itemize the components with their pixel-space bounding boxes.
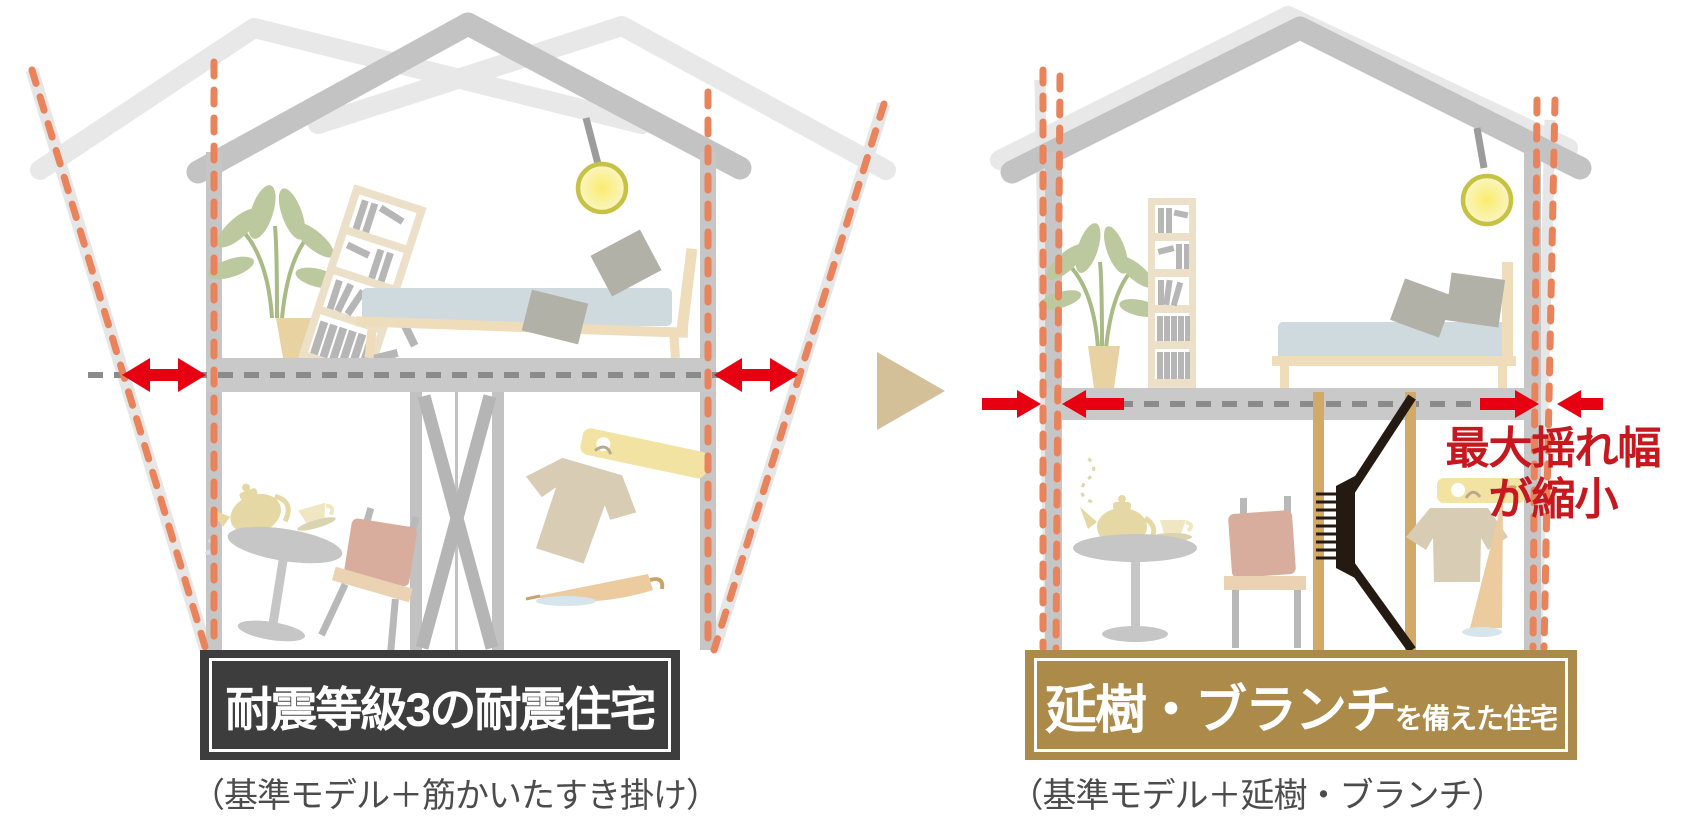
plant-icon [208, 185, 341, 358]
left-house-label: 耐震等級3の耐震住宅 [200, 650, 680, 760]
right-house-label-text: 延樹・ブランチ を備えた住宅 [1044, 668, 1558, 743]
right-roof [1000, 16, 1592, 184]
sway-dash-left-b [1052, 72, 1064, 652]
sway-arrow-left [122, 358, 206, 392]
right-house-caption: （基準モデル＋延樹・ブランチ） [1009, 777, 1506, 815]
annotation-line-1: 最大揺れ幅 [1445, 424, 1662, 473]
shirt-icon [1406, 490, 1508, 582]
chair-icon [1224, 496, 1306, 648]
annotation-line-2: が縮小 [1488, 474, 1619, 524]
bed-icon [355, 229, 698, 359]
right-house [982, 6, 1603, 653]
bed-icon [1272, 262, 1516, 388]
teapot-icon [205, 483, 291, 555]
left-house [25, 12, 896, 656]
sway-dash-right-a [1529, 96, 1541, 652]
lamp-icon [575, 117, 629, 215]
table-icon [227, 526, 343, 642]
sway-dash-ghost-left [28, 66, 210, 654]
left-house-label-text: 耐震等級3の耐震住宅 [225, 682, 656, 736]
chair-icon [318, 507, 420, 656]
cup-icon [297, 502, 336, 531]
sway-arrow-right [714, 358, 798, 392]
bookshelf-icon [1148, 198, 1196, 388]
right-house-label-rest: を備えた住宅 [1395, 702, 1558, 734]
teapot-icon [1080, 456, 1157, 547]
right-house-label: 延樹・ブランチ を備えた住宅 [1025, 650, 1577, 760]
transition-arrow-icon [877, 352, 945, 430]
sway-dash-right-b [1540, 96, 1559, 652]
damper-icon [1313, 392, 1416, 653]
left-ghost-roof-left [30, 18, 652, 180]
sway-arrow-left [982, 390, 1124, 418]
sway-reduction-annotation: 最大揺れ幅 が縮小 [1445, 424, 1662, 525]
shirt-icon [525, 445, 637, 564]
left-roof [186, 12, 752, 184]
right-house-label-emphasis: 延樹・ブランチ [1044, 681, 1397, 740]
bookshelf-icon [298, 184, 427, 381]
x-brace-icon [410, 392, 504, 650]
umbrella-icon [1462, 485, 1517, 637]
lamp-icon [1460, 127, 1514, 227]
table-icon [1073, 534, 1197, 642]
sway-dash-ghost-right [710, 100, 888, 654]
sway-arrow-right [1480, 390, 1603, 418]
left-house-caption: （基準モデル＋筋かいたすき掛け） [191, 777, 720, 815]
left-ghost-roof-right [308, 16, 896, 180]
umbrella-icon [525, 574, 665, 606]
